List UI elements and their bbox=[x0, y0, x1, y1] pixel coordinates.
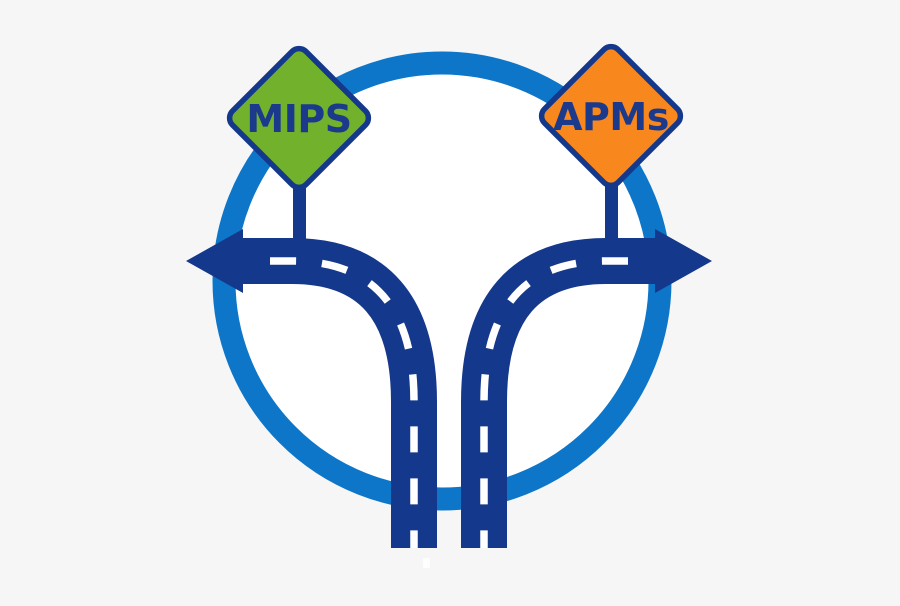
mips-diamond-icon bbox=[226, 45, 372, 191]
arrow-right-icon bbox=[655, 229, 712, 293]
mips-sign-label: MIPS bbox=[246, 97, 351, 141]
apms-diamond-icon bbox=[538, 43, 684, 189]
apms-sign-label: APMs bbox=[553, 95, 669, 139]
stray-dash-fragment bbox=[423, 558, 430, 568]
apms-sign bbox=[538, 43, 684, 189]
mips-sign bbox=[226, 45, 372, 191]
arrow-left-icon bbox=[186, 229, 243, 293]
right-road-center-dashes bbox=[480, 257, 654, 548]
left-road-center-dashes bbox=[244, 257, 418, 548]
